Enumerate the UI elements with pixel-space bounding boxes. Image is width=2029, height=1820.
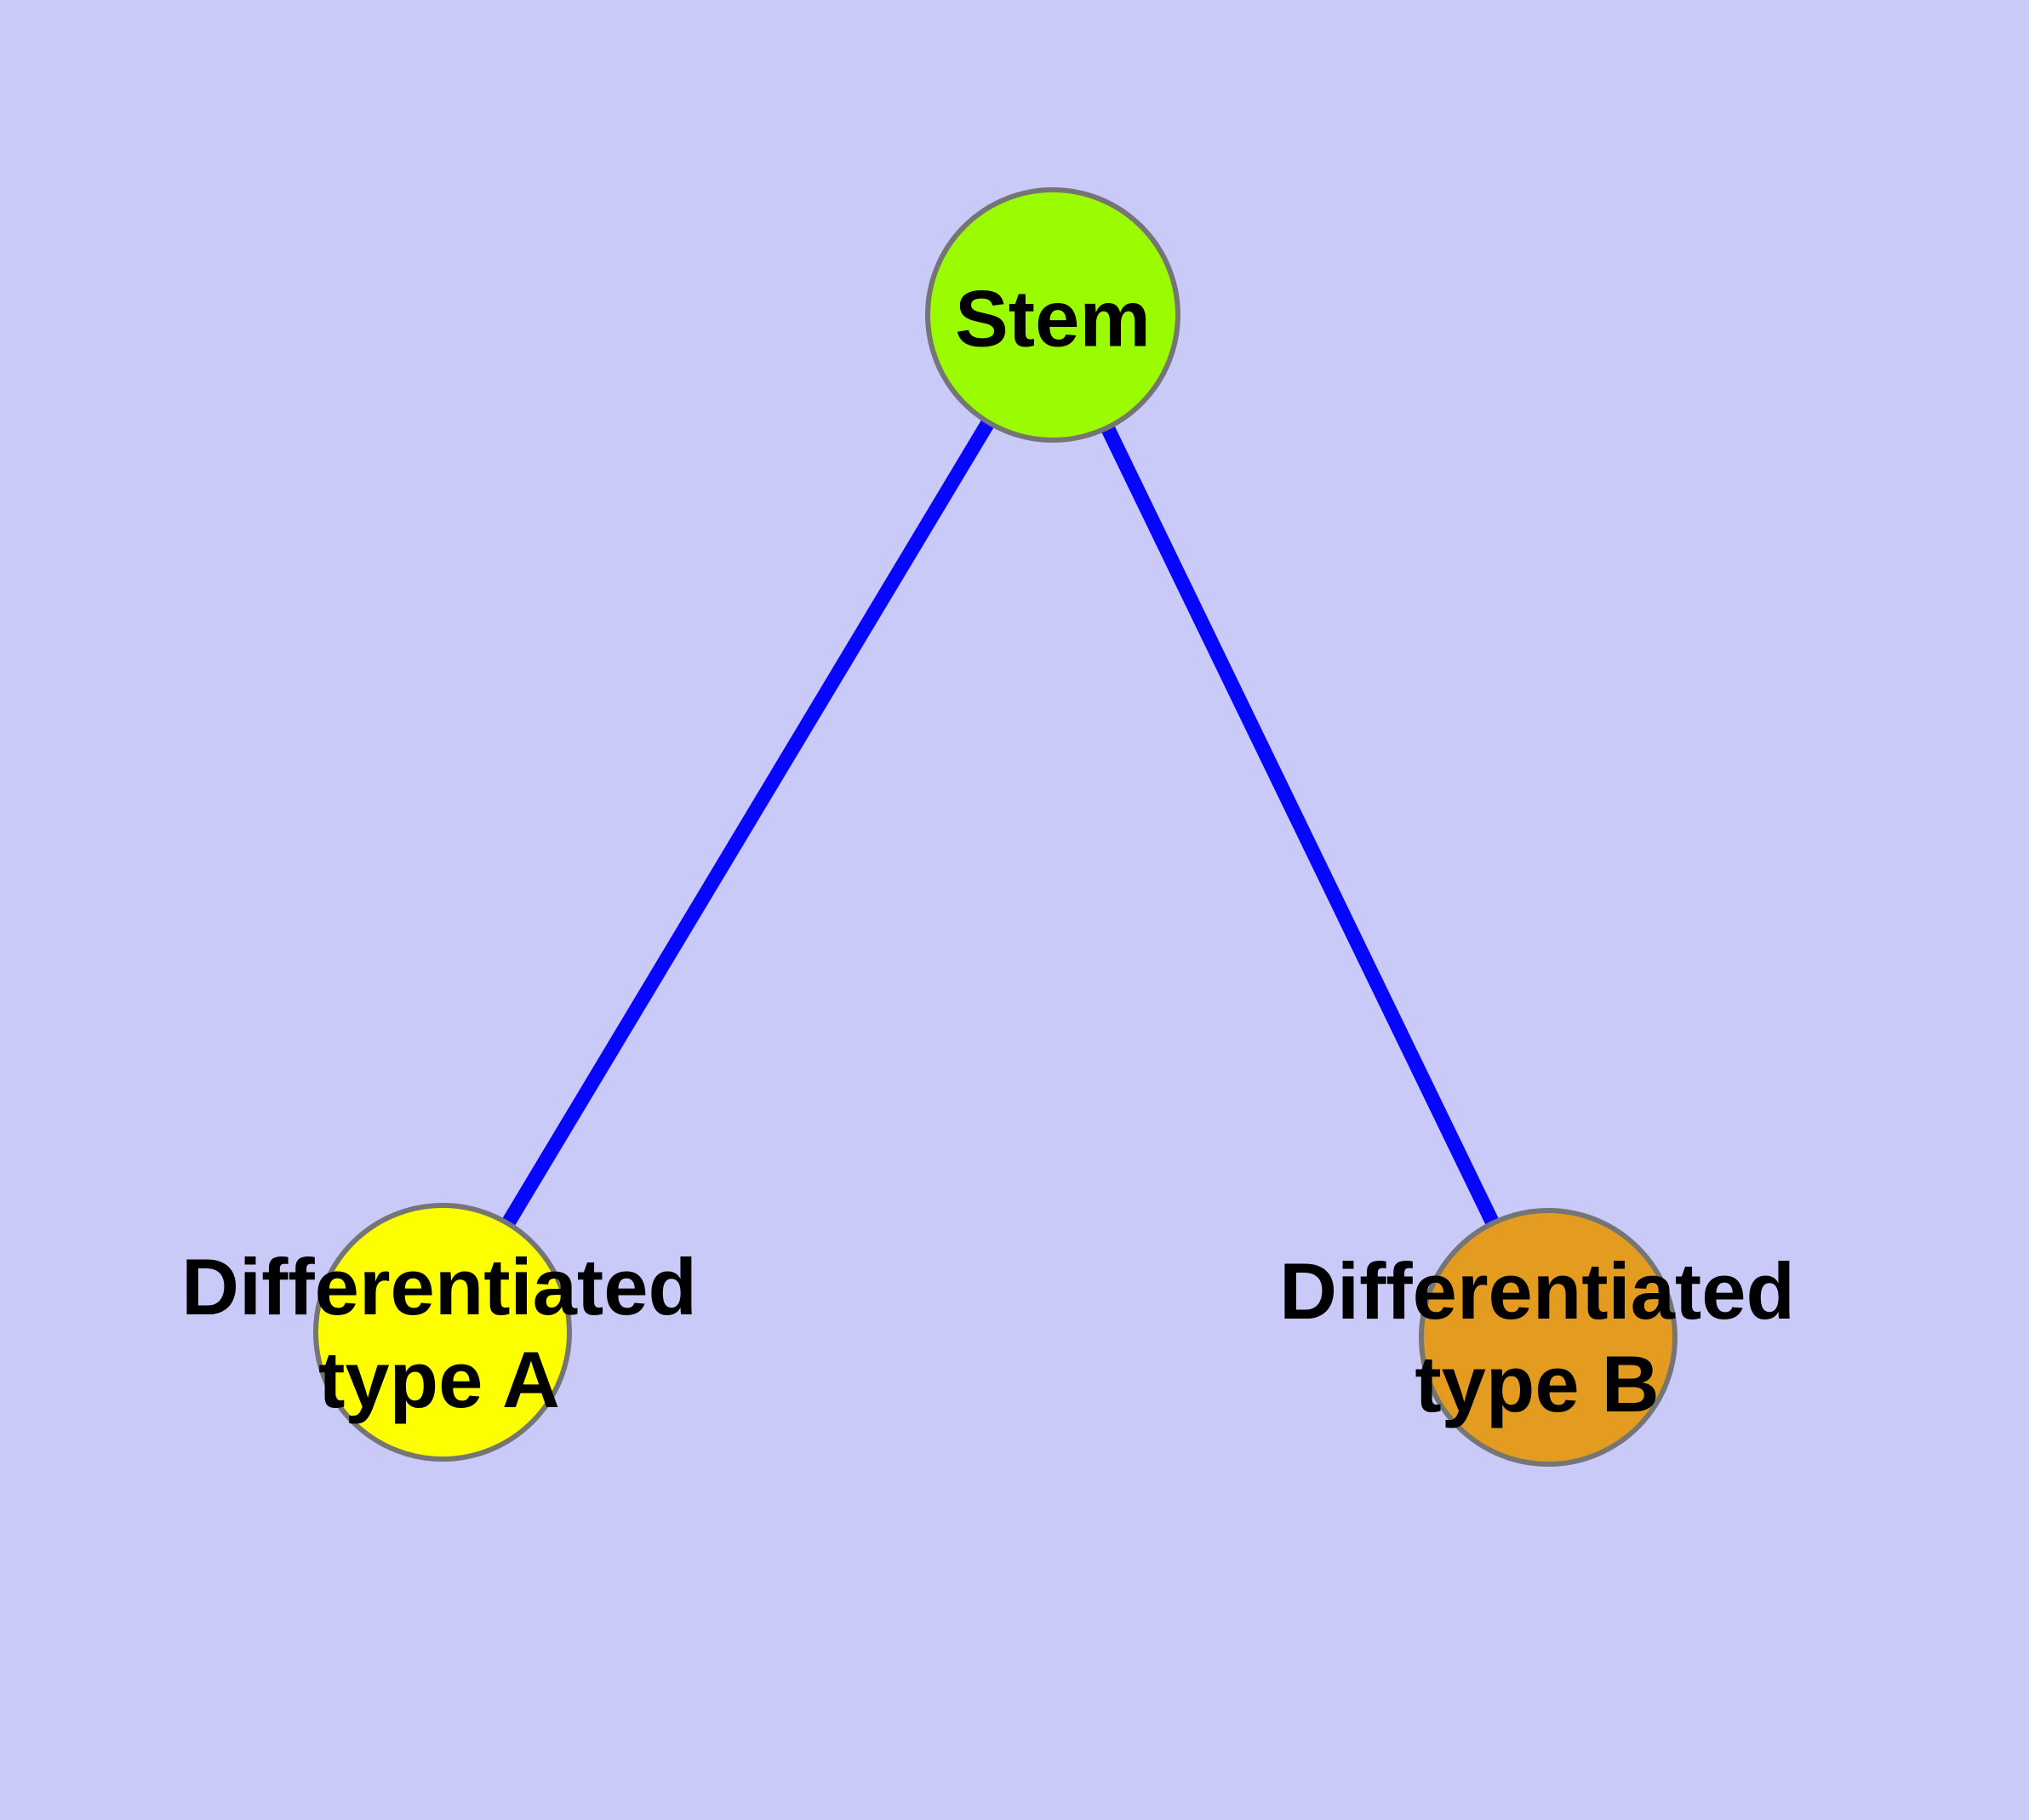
node-stem-circle — [925, 187, 1180, 443]
node-type-a-circle — [313, 1203, 572, 1462]
edge-stem-to-type-b — [1046, 312, 1555, 1341]
edge-stem-to-type-a — [436, 311, 1060, 1336]
node-type-b-circle — [1419, 1208, 1677, 1467]
